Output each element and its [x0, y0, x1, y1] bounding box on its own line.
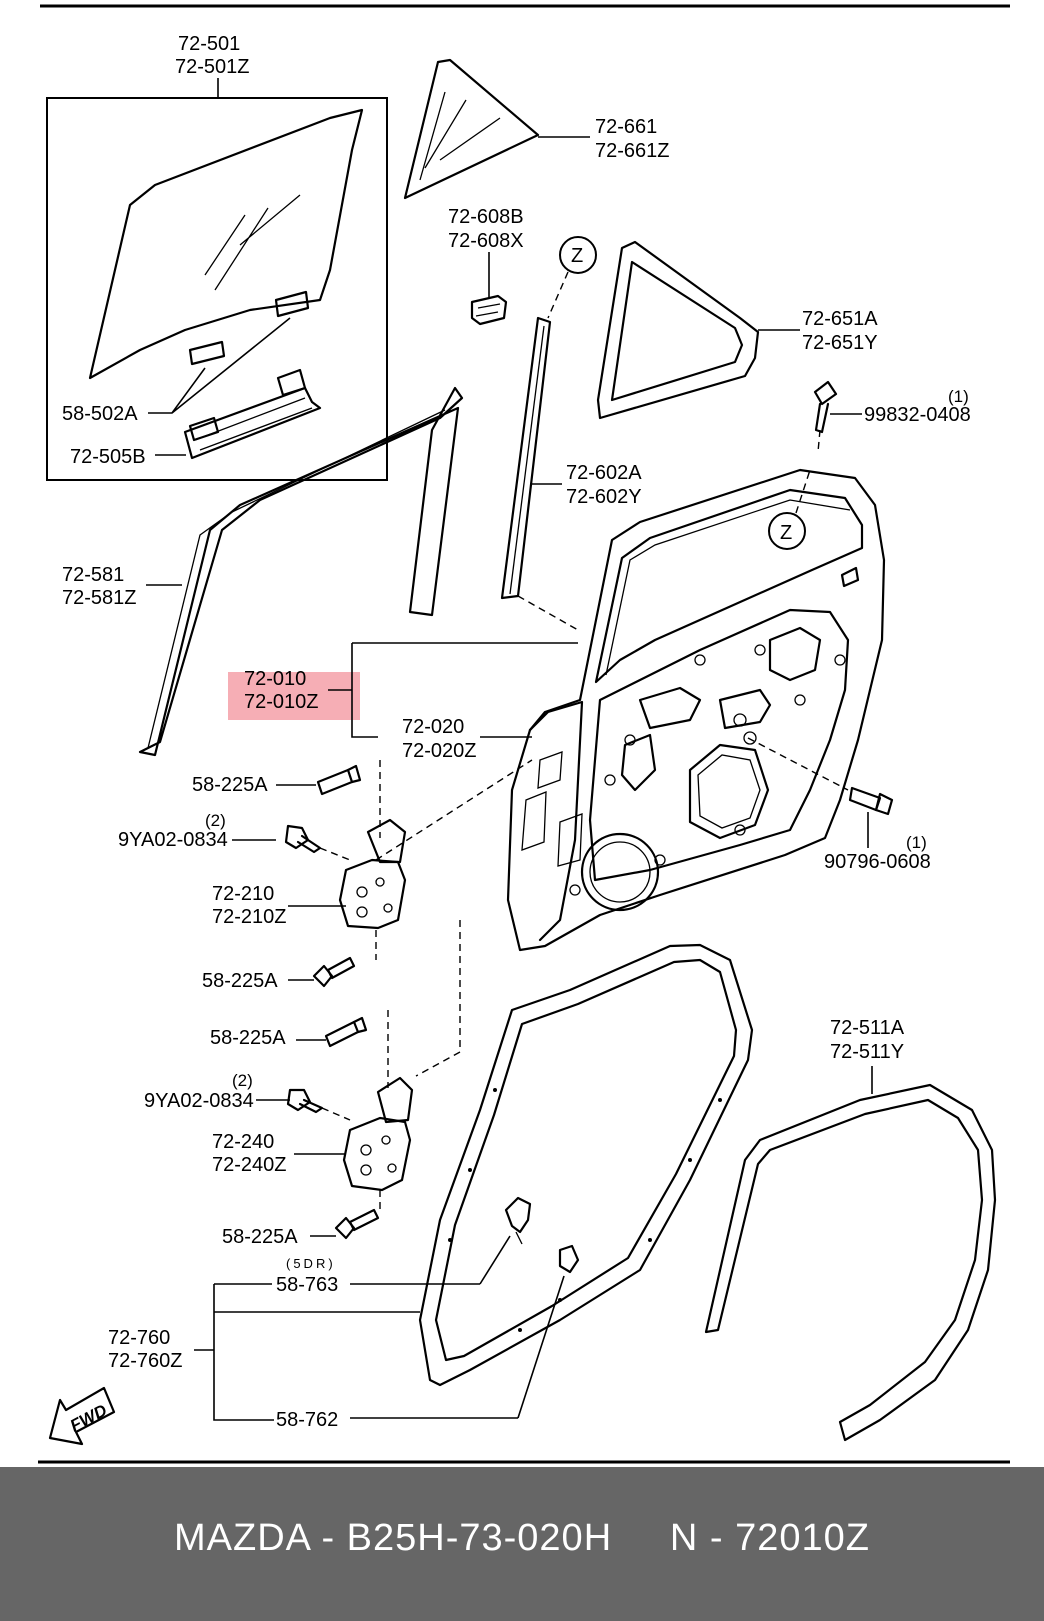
label-72-602y: 72-602Y — [566, 486, 642, 508]
label-72-240: 72-240 — [212, 1131, 274, 1153]
label-72-581: 72-581 — [62, 564, 124, 586]
screw-99832 — [813, 380, 862, 434]
footer-part-number: MAZDA - B25H-73-020H N - 72010Z — [173, 1517, 871, 1559]
label-58-763: 58-763 — [276, 1274, 338, 1296]
lower-hinge — [256, 920, 461, 1240]
label-72-240z: 72-240Z — [212, 1154, 287, 1176]
label-58-225a-4: 58-225A — [222, 1226, 298, 1248]
clip-608 — [470, 252, 508, 326]
label-58-502a: 58-502A — [62, 403, 138, 425]
label-58-762: 58-762 — [276, 1409, 338, 1431]
z-marker-top — [547, 236, 597, 319]
label-72-602a: 72-602A — [566, 462, 642, 484]
body-weatherstrip — [704, 1066, 997, 1442]
label-9ya02-0834-2: 9YA02-0834 — [144, 1090, 254, 1112]
label-72-661z: 72-661Z — [595, 140, 670, 162]
label-72-010z: 72-010Z — [244, 691, 319, 713]
label-qty-1a: (1) — [948, 387, 969, 406]
label-99832-0408: 99832-0408 — [864, 404, 971, 426]
label-72-760: 72-760 — [108, 1327, 170, 1349]
labels: 72-501 72-501Z 72-661 72-661Z 72-608B 72… — [62, 33, 971, 1431]
label-58-225a-2: 58-225A — [202, 970, 278, 992]
z-marker-door — [768, 429, 821, 550]
quarter-weatherstrip — [596, 240, 800, 420]
bolt-90796 — [747, 737, 894, 848]
label-90796-0608: 90796-0608 — [824, 851, 931, 873]
highlight-box — [228, 672, 360, 720]
label-72-760z: 72-760Z — [108, 1350, 183, 1372]
upper-hinge — [232, 759, 533, 988]
label-72-010: 72-010 — [244, 668, 306, 690]
label-72-651y: 72-651Y — [802, 332, 878, 354]
door-weatherstrip — [194, 943, 754, 1421]
label-72-511a: 72-511A — [830, 1017, 905, 1039]
label-72-651a: 72-651A — [802, 308, 878, 330]
label-72-210z: 72-210Z — [212, 906, 287, 928]
label-5dr: (5DR) — [286, 1256, 336, 1271]
label-72-511y: 72-511Y — [830, 1041, 904, 1063]
door-shell — [328, 468, 886, 952]
label-qty-2a: (2) — [205, 811, 226, 830]
z-label-door: Z — [780, 522, 792, 544]
run-channel — [138, 386, 464, 757]
label-72-661: 72-661 — [595, 116, 657, 138]
division-bar — [500, 316, 579, 631]
z-label-top: Z — [571, 245, 583, 267]
window-glass-group — [46, 78, 388, 481]
label-qty-2b: (2) — [232, 1071, 253, 1090]
label-72-581z: 72-581Z — [62, 587, 137, 609]
label-qty-1b: (1) — [906, 833, 927, 852]
label-72-210: 72-210 — [212, 883, 274, 905]
label-58-225a-1: 58-225A — [192, 774, 268, 796]
label-72-608b: 72-608B — [448, 206, 524, 228]
label-72-501: 72-501 — [178, 33, 240, 55]
fwd-arrow-icon: FWD — [48, 1386, 116, 1446]
label-72-505b: 72-505B — [70, 446, 146, 468]
label-72-020: 72-020 — [402, 716, 464, 738]
label-9ya02-0834-1: 9YA02-0834 — [118, 829, 228, 851]
label-58-225a-3: 58-225A — [210, 1027, 286, 1049]
quarter-glass — [403, 58, 590, 200]
label-72-020z: 72-020Z — [402, 740, 477, 762]
label-72-608x: 72-608X — [448, 230, 524, 252]
footer-banner: MAZDA - B25H-73-020H N - 72010Z — [0, 1467, 1044, 1621]
label-72-501z: 72-501Z — [175, 56, 250, 78]
